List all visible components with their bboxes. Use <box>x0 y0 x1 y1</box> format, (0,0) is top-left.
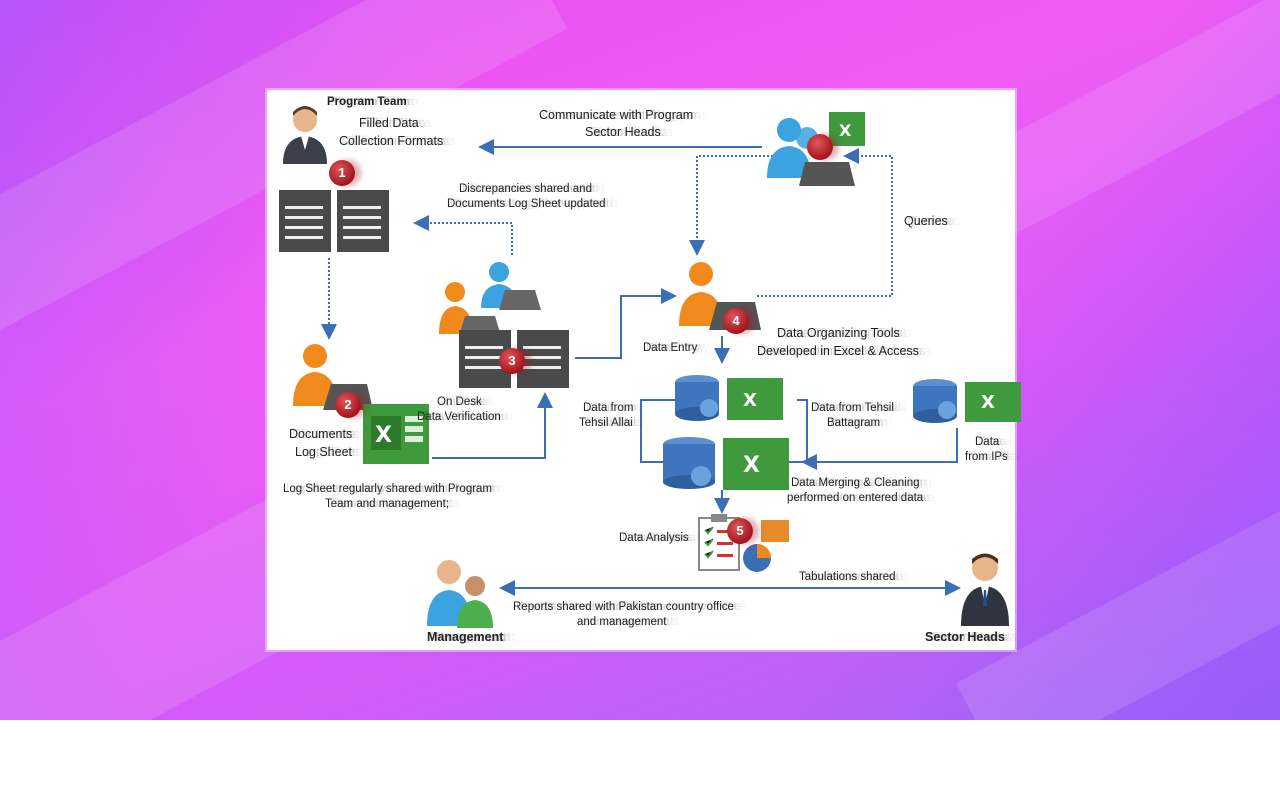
reports-label-line1: Reports shared with Pakistan country off… <box>513 601 734 613</box>
analysis-label: Data Analysis <box>619 532 689 544</box>
communicate-label-line1: Communicate with Program <box>539 108 694 122</box>
tools-label-line2: Developed in Excel & Access <box>757 344 919 358</box>
svg-text:X: X <box>375 423 392 448</box>
sector-heads-label: Sector Heads <box>925 630 1005 644</box>
data-entry-label: Data Entry <box>643 342 698 354</box>
svg-text:X: X <box>743 390 757 411</box>
allai-label-line2: Tehsil Allai <box>579 417 633 429</box>
step-badge-1: 1 <box>329 160 355 186</box>
log-shared-label-line1: Log Sheet regularly shared with Program <box>283 483 493 495</box>
arrow-data-entry <box>575 288 677 359</box>
arrow-hub-to-entry <box>689 155 797 256</box>
step-badge-4: 4 <box>723 308 749 334</box>
filled-data-label-line2: Collection Formats <box>339 134 444 148</box>
program-team-label: Program Team <box>327 96 407 108</box>
on-desk-label-line1: On Desk <box>437 396 482 408</box>
ips-label-line2: from IPs <box>965 451 1008 463</box>
documents-icon <box>279 190 389 252</box>
businessman-icon <box>961 553 1009 626</box>
communicate-label-line2: Sector Heads <box>585 125 661 139</box>
arrow-from-ips <box>801 428 958 470</box>
tools-label-line1: Data Organizing Tools <box>777 326 900 340</box>
management-label: Management <box>427 630 504 644</box>
laptop-user-icon <box>439 262 541 336</box>
ips-label-line1: Data <box>975 436 1000 448</box>
discrepancies-label-line2: Documents Log Sheet updated <box>447 198 606 210</box>
allai-label-line1: Data from <box>583 402 634 414</box>
filled-data-label-line1: Filled Data <box>359 116 419 130</box>
log-shared-label-line2: Team and management; <box>325 498 450 510</box>
svg-text:X: X <box>743 453 760 478</box>
step-badge-3: 3 <box>499 348 525 374</box>
flow-connectors <box>321 139 961 596</box>
documents-icon <box>459 330 569 388</box>
step-badge-5: 5 <box>727 518 753 544</box>
laptop-user-icon <box>679 262 761 330</box>
battagram-label-line1: Data from Tehsil <box>811 402 894 414</box>
arrow-discrepancies <box>413 215 513 255</box>
queries-label: Queries <box>904 214 948 228</box>
reports-label-line2: and management <box>577 616 667 628</box>
step-badge-2: 2 <box>335 392 361 418</box>
people-icon <box>427 560 493 628</box>
merging-label-line1: Data Merging & Cleaning <box>791 477 920 489</box>
on-desk-label-line2: Data Verification <box>417 411 501 423</box>
excel-icon: X <box>363 404 429 464</box>
documents-label-line1: Documents <box>289 427 353 441</box>
documents-label-line2: Log Sheet <box>295 445 352 459</box>
diagram-panel: X X <box>267 90 1021 650</box>
merging-label-line2: performed on entered data <box>787 492 924 504</box>
laptop-user-icon: X <box>767 112 865 186</box>
svg-text:X: X <box>981 392 995 413</box>
hub-badge <box>807 134 833 160</box>
arrow-battagram <box>787 399 808 463</box>
arrow-queries <box>757 148 893 297</box>
arrow-allai <box>640 399 677 463</box>
battagram-label-line2: Battagram <box>827 417 881 429</box>
database-icon: X <box>675 375 783 421</box>
discrepancies-label-line1: Discrepancies shared and <box>459 183 592 195</box>
database-icon: X <box>663 437 789 490</box>
database-icon: X <box>913 379 1021 423</box>
arrow-to-verification <box>432 392 553 459</box>
person-icon <box>283 106 327 164</box>
svg-text:X: X <box>839 121 852 140</box>
tabulations-label: Tabulations shared <box>799 571 896 583</box>
